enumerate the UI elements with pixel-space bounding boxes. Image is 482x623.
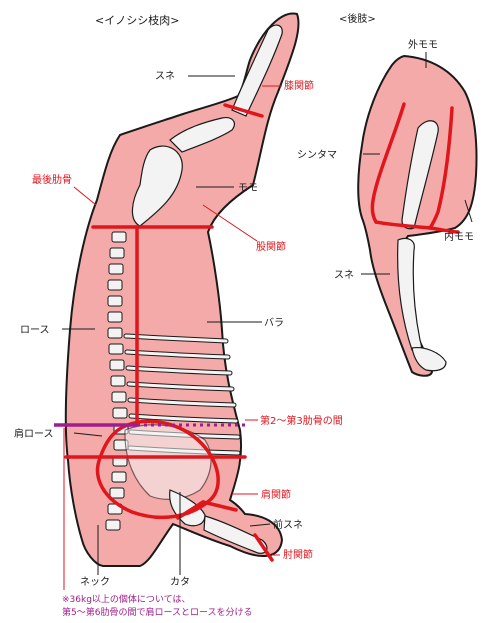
label-momo: モモ bbox=[238, 183, 258, 194]
label-bara: バラ bbox=[264, 317, 284, 329]
label-kata: カタ bbox=[170, 576, 190, 588]
label-rib-gap: 第2〜第3肋骨の間 bbox=[260, 414, 343, 427]
label-shitsu-kansetsu: 膝関節 bbox=[284, 79, 314, 92]
label-saigo-rokkotsu: 最後肋骨 bbox=[32, 173, 72, 186]
label-mae-sune: 前スネ bbox=[273, 518, 303, 531]
heading-hind-leg: <後肢> bbox=[339, 12, 376, 25]
footnote-line-2: 第5〜第6肋骨の間で肩ロースとロースを分ける bbox=[62, 606, 253, 618]
label-rosu: ロース bbox=[20, 325, 50, 336]
label-kata-kansetsu: 肩関節 bbox=[261, 488, 291, 501]
label-shintama: シンタマ bbox=[297, 149, 337, 161]
label-kokansetsu: 股関節 bbox=[256, 240, 286, 253]
label-sune-right: スネ bbox=[334, 269, 354, 281]
label-kata-rosu: 肩ロース bbox=[14, 427, 54, 440]
label-neck: ネック bbox=[80, 576, 110, 588]
label-soto-momo: 外モモ bbox=[408, 39, 438, 51]
label-sune-top: スネ bbox=[155, 70, 175, 82]
label-uchi-momo: 内モモ bbox=[444, 230, 474, 243]
heading-carcass: <イノシシ枝肉> bbox=[95, 13, 179, 27]
footnote-line-1: ※36kg以上の個体については、 bbox=[62, 593, 190, 605]
label-hiji-kansetsu: 肘関節 bbox=[283, 548, 313, 561]
